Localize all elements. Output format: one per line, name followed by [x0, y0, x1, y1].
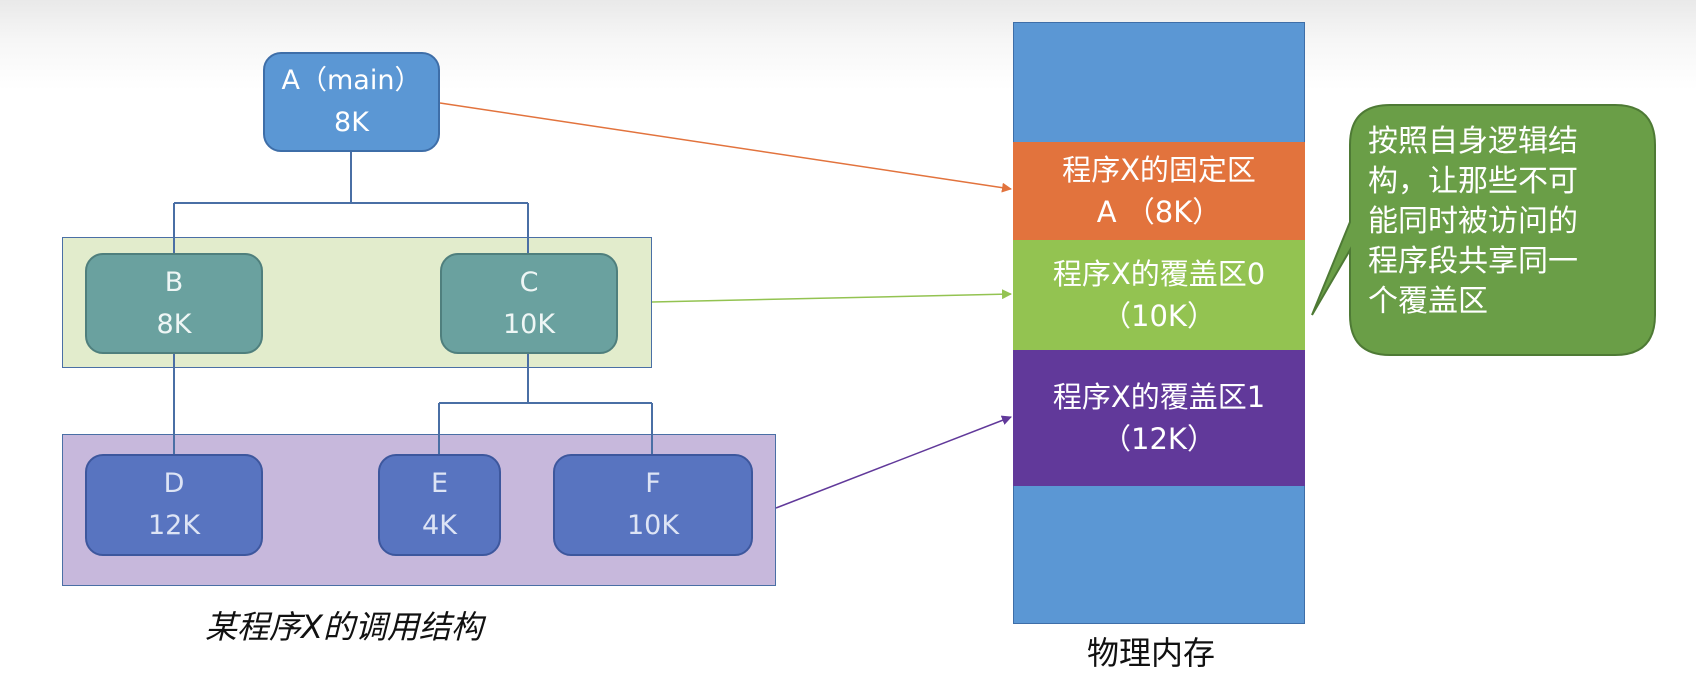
node-e-size: 4K — [422, 510, 457, 541]
node-c: C 10K — [440, 253, 618, 354]
node-c-name: C — [519, 266, 539, 298]
node-d-size: 12K — [147, 510, 201, 541]
memory-fixed-region: 程序X的固定区 A （8K） — [1013, 142, 1305, 240]
node-f-name: F — [645, 468, 661, 499]
node-f-size: 10K — [626, 510, 680, 541]
node-e-name: E — [430, 468, 449, 499]
memory-fixed-size: A （8K） — [1096, 195, 1222, 229]
node-b-name: B — [164, 266, 184, 298]
node-d: D 12K — [85, 454, 263, 556]
node-a-main: A（main） 8K — [263, 52, 440, 152]
note-line: 程序段共享同一 — [1368, 244, 1578, 279]
node-f: F 10K — [553, 454, 753, 556]
memory-overlay0-size: （10K） — [1102, 299, 1216, 333]
memory-overlay0-region: 程序X的覆盖区0 （10K） — [1013, 240, 1305, 350]
memory-overlay1-region: 程序X的覆盖区1 （12K） — [1013, 350, 1305, 486]
note-line: 能同时被访问的 — [1368, 204, 1578, 239]
memory-overlay1-label: 程序X的覆盖区1 — [1052, 380, 1266, 414]
memory-overlay1-size: （12K） — [1102, 422, 1216, 456]
node-d-name: D — [163, 468, 185, 499]
node-e: E 4K — [378, 454, 501, 556]
arrow-overlay0-to-memory — [651, 289, 1012, 303]
arrow-a-to-fixed-region — [439, 102, 1012, 193]
note-line: 个覆盖区 — [1368, 284, 1488, 319]
note-callout-text: 按照自身逻辑结 构，让那些不可 能同时被访问的 程序段共享同一 个覆盖区 — [1368, 122, 1648, 322]
memory-fixed-label: 程序X的固定区 — [1062, 153, 1256, 187]
note-line: 构，让那些不可 — [1368, 164, 1578, 199]
call-tree-caption: 某程序X的调用结构 — [205, 608, 483, 646]
node-a-size: 8K — [334, 107, 369, 138]
node-b: B 8K — [85, 253, 263, 354]
memory-overlay0-label: 程序X的覆盖区0 — [1052, 257, 1266, 291]
node-a-name: A（main） — [281, 65, 422, 96]
physical-memory-caption: 物理内存 — [1087, 634, 1216, 672]
note-line: 按照自身逻辑结 — [1368, 124, 1578, 159]
node-b-size: 8K — [156, 308, 192, 340]
node-c-size: 10K — [502, 308, 556, 340]
arrow-overlay1-to-memory — [775, 415, 1012, 509]
note-callout-bubble — [1311, 104, 1656, 356]
